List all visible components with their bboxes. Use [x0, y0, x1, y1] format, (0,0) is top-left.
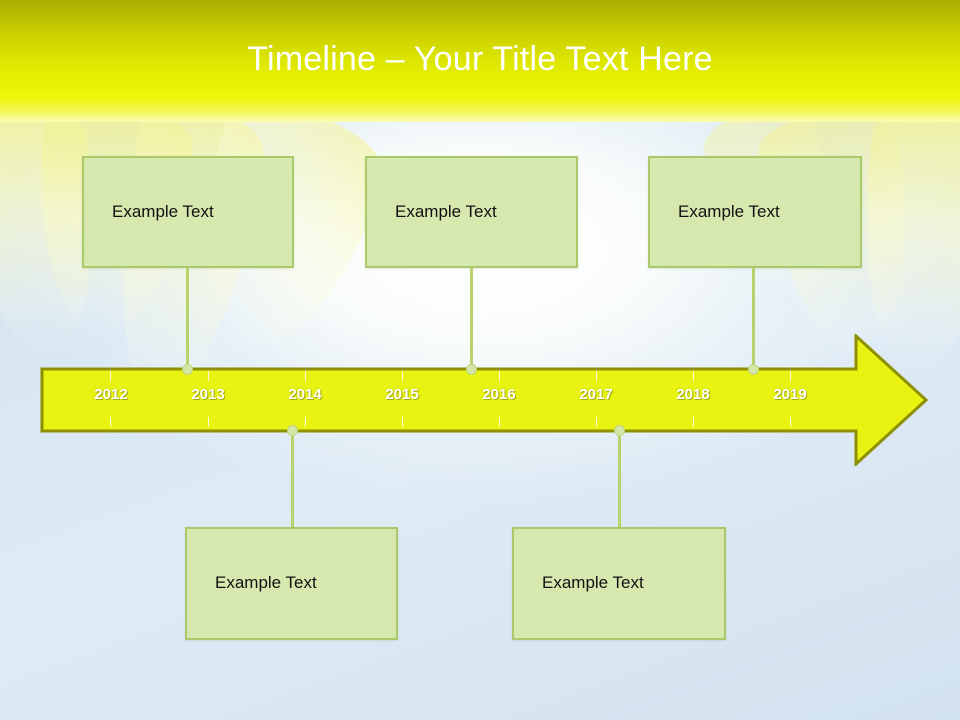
- timeline-node-dot-above-2[interactable]: [466, 363, 477, 375]
- connector-line-above-3: [752, 268, 755, 369]
- example-box-label: Example Text: [395, 201, 497, 221]
- arrow-shape-icon: [40, 334, 928, 466]
- year-label-2015: 2015: [385, 386, 419, 403]
- title-banner: Timeline – Your Title Text Here: [0, 0, 960, 122]
- example-box-label: Example Text: [678, 201, 780, 221]
- year-label-2017: 2017: [579, 386, 613, 403]
- year-label-2012: 2012: [94, 386, 128, 403]
- year-label-2013: 2013: [191, 386, 225, 403]
- timeline-node-dot-below-1[interactable]: [287, 424, 298, 436]
- connector-line-above-1: [186, 268, 189, 369]
- year-label-2016: 2016: [482, 386, 516, 403]
- example-box-above-3[interactable]: Example Text: [648, 156, 862, 268]
- year-label-2019: 2019: [773, 386, 807, 403]
- example-box-above-2[interactable]: Example Text: [365, 156, 578, 268]
- timeline-bar: 2012 2013 2014 2015 2016 2017 2018 2019: [40, 334, 928, 466]
- connector-line-below-2: [618, 429, 621, 528]
- page-title: Timeline – Your Title Text Here: [247, 40, 713, 78]
- year-label-2018: 2018: [676, 386, 710, 403]
- example-box-label: Example Text: [112, 201, 214, 221]
- example-box-above-1[interactable]: Example Text: [82, 156, 294, 268]
- example-box-below-1[interactable]: Example Text: [185, 527, 398, 640]
- timeline-node-dot-above-3[interactable]: [748, 363, 759, 375]
- year-labels: 2012 2013 2014 2015 2016 2017 2018 2019: [40, 369, 860, 429]
- connector-line-below-1: [291, 429, 294, 528]
- example-box-label: Example Text: [215, 573, 317, 593]
- timeline-node-dot-above-1[interactable]: [182, 363, 193, 375]
- example-box-label: Example Text: [542, 573, 644, 593]
- example-box-below-2[interactable]: Example Text: [512, 527, 726, 640]
- connector-line-above-2: [470, 268, 473, 369]
- year-label-2014: 2014: [288, 386, 322, 403]
- timeline-node-dot-below-2[interactable]: [614, 424, 625, 436]
